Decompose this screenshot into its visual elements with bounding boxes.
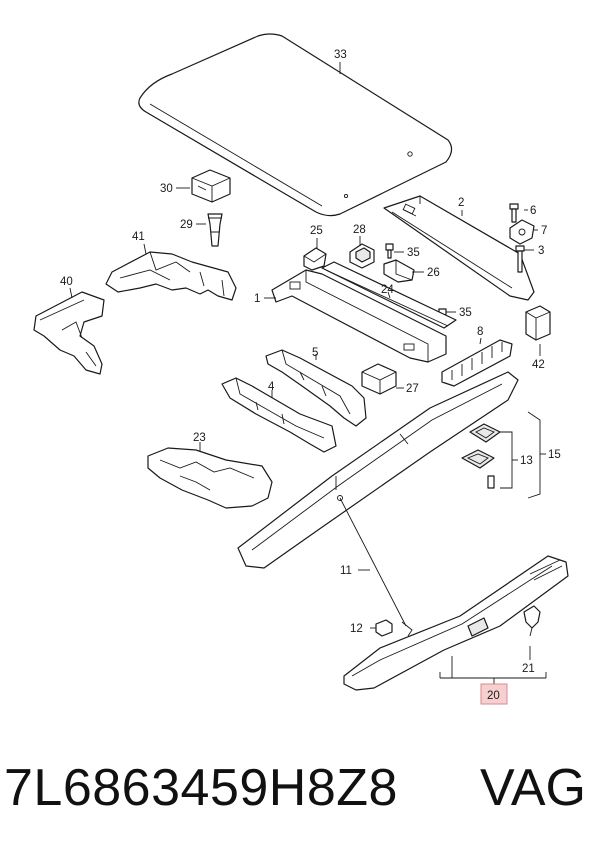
part-bracket-26 — [383, 259, 415, 283]
part-small-box — [191, 169, 231, 203]
part-clip-21 — [523, 605, 541, 637]
callout-26: 26 — [427, 267, 440, 279]
callout-25: 25 — [310, 225, 323, 237]
callout-41: 41 — [132, 231, 145, 243]
callout-35b: 35 — [459, 307, 472, 319]
part-prop-rod — [337, 495, 413, 637]
part-clip-25 — [303, 247, 327, 271]
callout-2: 2 — [458, 197, 464, 209]
part-seal-13b — [461, 449, 495, 469]
callout-24: 24 — [381, 284, 394, 296]
callout-35a: 35 — [407, 247, 420, 259]
callout-5: 5 — [312, 347, 318, 359]
part-screw-post — [207, 213, 223, 247]
callout-8: 8 — [477, 326, 483, 338]
callout-42: 42 — [532, 359, 545, 371]
part-left-bracket — [105, 251, 237, 301]
callout-29: 29 — [180, 219, 193, 231]
part-bolt-6 — [509, 203, 519, 223]
callout-30: 30 — [160, 183, 173, 195]
part-grille-8 — [441, 339, 513, 387]
part-clip-7 — [509, 219, 535, 245]
callout-11: 11 — [340, 565, 352, 577]
callout-7: 7 — [541, 225, 547, 237]
callout-1: 1 — [254, 293, 260, 305]
footer: 7L6863459H8Z8 VAG — [0, 758, 600, 838]
part-number: 7L6863459H8Z8 — [4, 759, 398, 817]
callout-23: 23 — [193, 432, 206, 444]
part-pin-13 — [487, 475, 495, 489]
part-floor-panel — [138, 33, 453, 217]
part-hatch-cover — [237, 371, 519, 569]
part-bolt-3 — [515, 245, 525, 273]
part-centre-panel — [271, 269, 447, 363]
part-block-42 — [525, 305, 551, 341]
callout-20: 20 — [487, 690, 500, 702]
callout-15: 15 — [548, 449, 561, 461]
callout-27: 27 — [406, 383, 419, 395]
part-screw-35a — [385, 243, 394, 259]
callout-12: 12 — [350, 623, 363, 635]
part-right-rail — [383, 195, 535, 301]
part-trim-4 — [221, 377, 337, 453]
leader-lines — [69, 62, 547, 684]
part-block-27 — [361, 363, 397, 395]
part-foam-tray — [147, 447, 273, 509]
callout-28: 28 — [353, 224, 366, 236]
callout-33: 33 — [334, 49, 347, 61]
callout-13: 13 — [520, 455, 533, 467]
part-sill-cover — [343, 555, 569, 691]
callout-3: 3 — [538, 245, 544, 257]
part-bump-stop — [375, 619, 393, 637]
part-trim-5 — [265, 349, 367, 427]
callout-4: 4 — [268, 381, 275, 393]
part-clip-28 — [349, 243, 375, 269]
part-seal-13a — [469, 423, 501, 443]
part-left-support — [33, 291, 105, 375]
brand-label: VAG — [480, 759, 586, 817]
parts-diagram: 33 30 29 41 40 2 6 7 3 25 28 35 26 24 1 … — [33, 33, 569, 705]
callout-40: 40 — [60, 276, 73, 288]
callout-20-highlight — [480, 683, 508, 705]
callout-labels: 33 30 29 41 40 2 6 7 3 25 28 35 26 24 1 … — [60, 49, 561, 702]
callout-21: 21 — [522, 663, 535, 675]
callout-6: 6 — [530, 205, 536, 217]
